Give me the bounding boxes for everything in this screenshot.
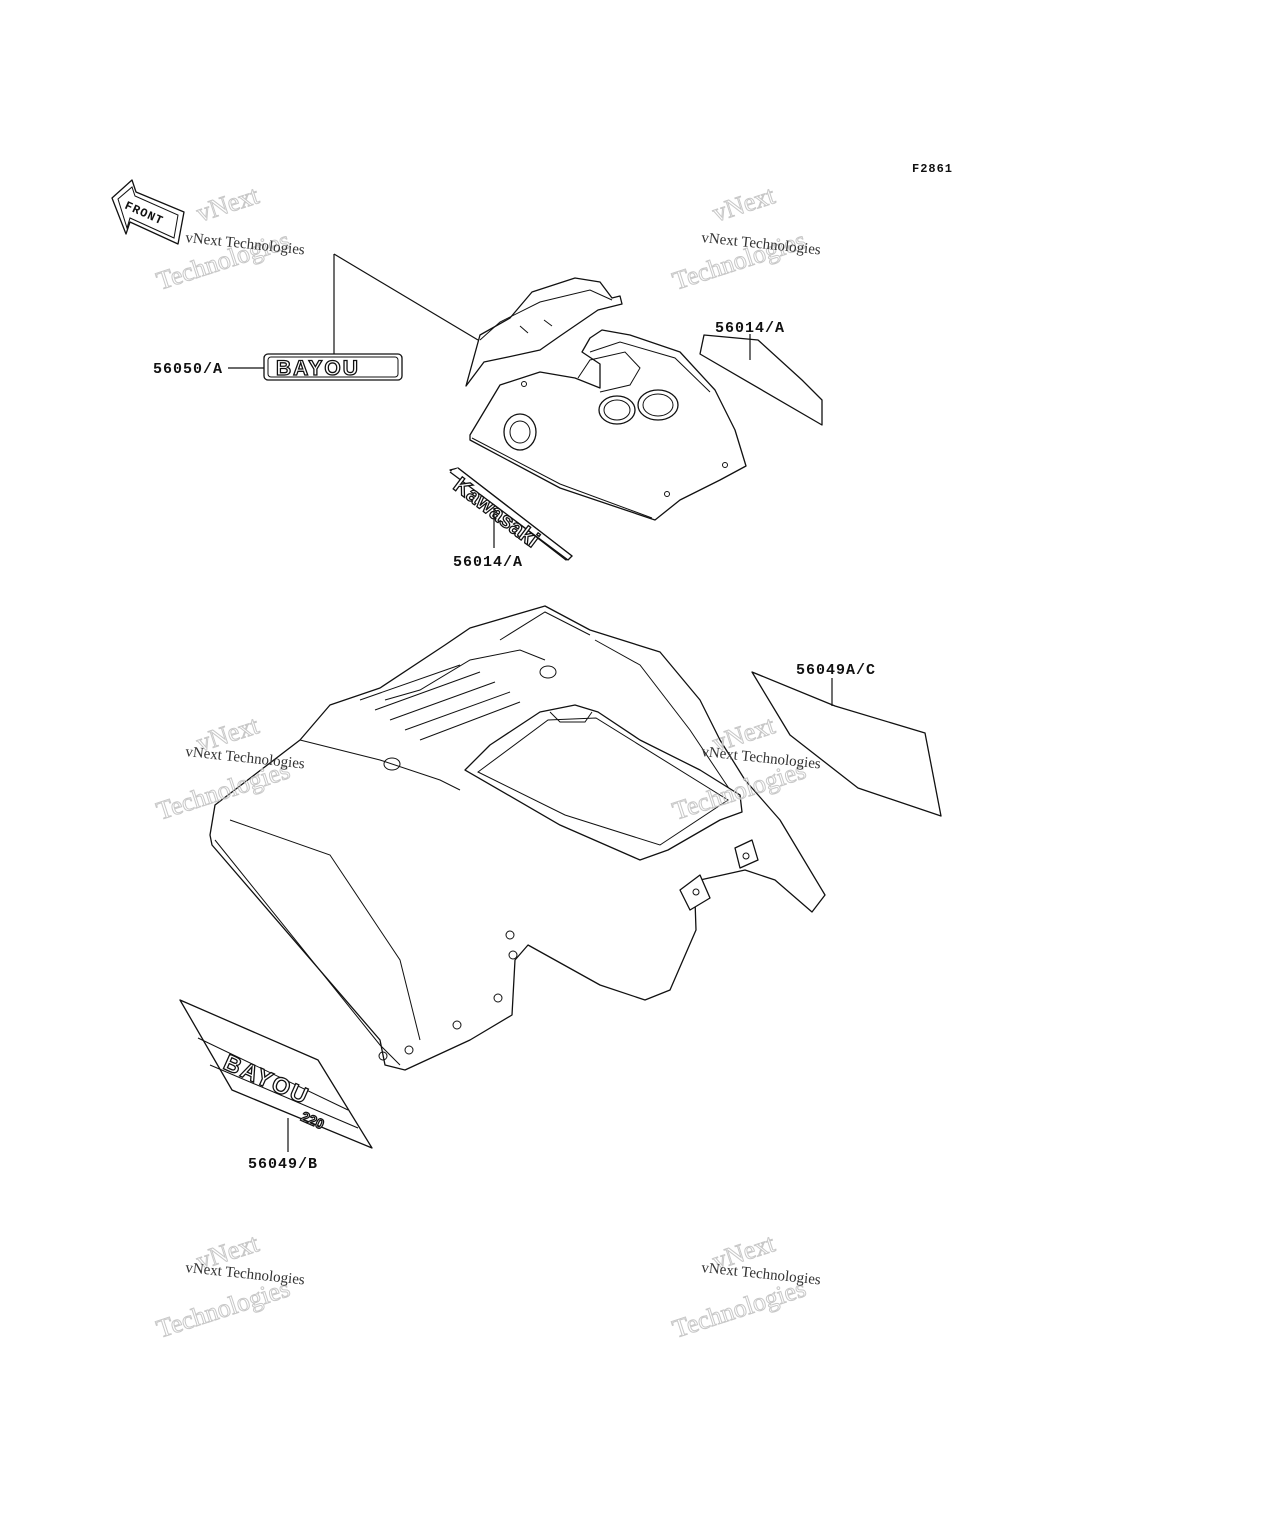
watermark-top-right: vNext Technologies vNext Technologies <box>668 180 821 296</box>
bayou-emblem-text: BAYOU <box>276 357 360 380</box>
figure-code: F2861 <box>912 162 953 176</box>
svg-text:vNext Technologies: vNext Technologies <box>701 1260 822 1288</box>
svg-text:vNext Technologies: vNext Technologies <box>185 1260 306 1288</box>
rear-strip-decal <box>699 334 823 426</box>
rear-fender-part <box>209 605 826 1071</box>
leader-lines <box>228 253 833 1152</box>
callout-rear-strip: 56014/A <box>715 320 785 337</box>
svg-text:vNext: vNext <box>193 180 263 227</box>
bayou-emblem: BAYOU <box>263 353 403 381</box>
callout-kawasaki-decal: 56014/A <box>453 554 523 571</box>
svg-text:vNext: vNext <box>709 180 779 227</box>
watermark-bottom-left: vNext Technologies vNext Technologies <box>152 1228 306 1344</box>
fender-side-decal <box>751 671 942 817</box>
watermark-bottom-right: vNext Technologies vNext Technologies <box>668 1228 822 1344</box>
kawasaki-decal-text: Kawasaki <box>449 472 544 552</box>
front-arrow-icon: FRONT <box>111 179 185 245</box>
callout-fender-side: 56049A/C <box>796 662 876 679</box>
callout-bayou-side: 56049/B <box>248 1156 318 1173</box>
front-fender-upper-part <box>465 277 747 521</box>
bayou-side-decal: BAYOU 220 <box>179 999 373 1149</box>
callout-bayou-emblem: 56050/A <box>153 361 223 378</box>
